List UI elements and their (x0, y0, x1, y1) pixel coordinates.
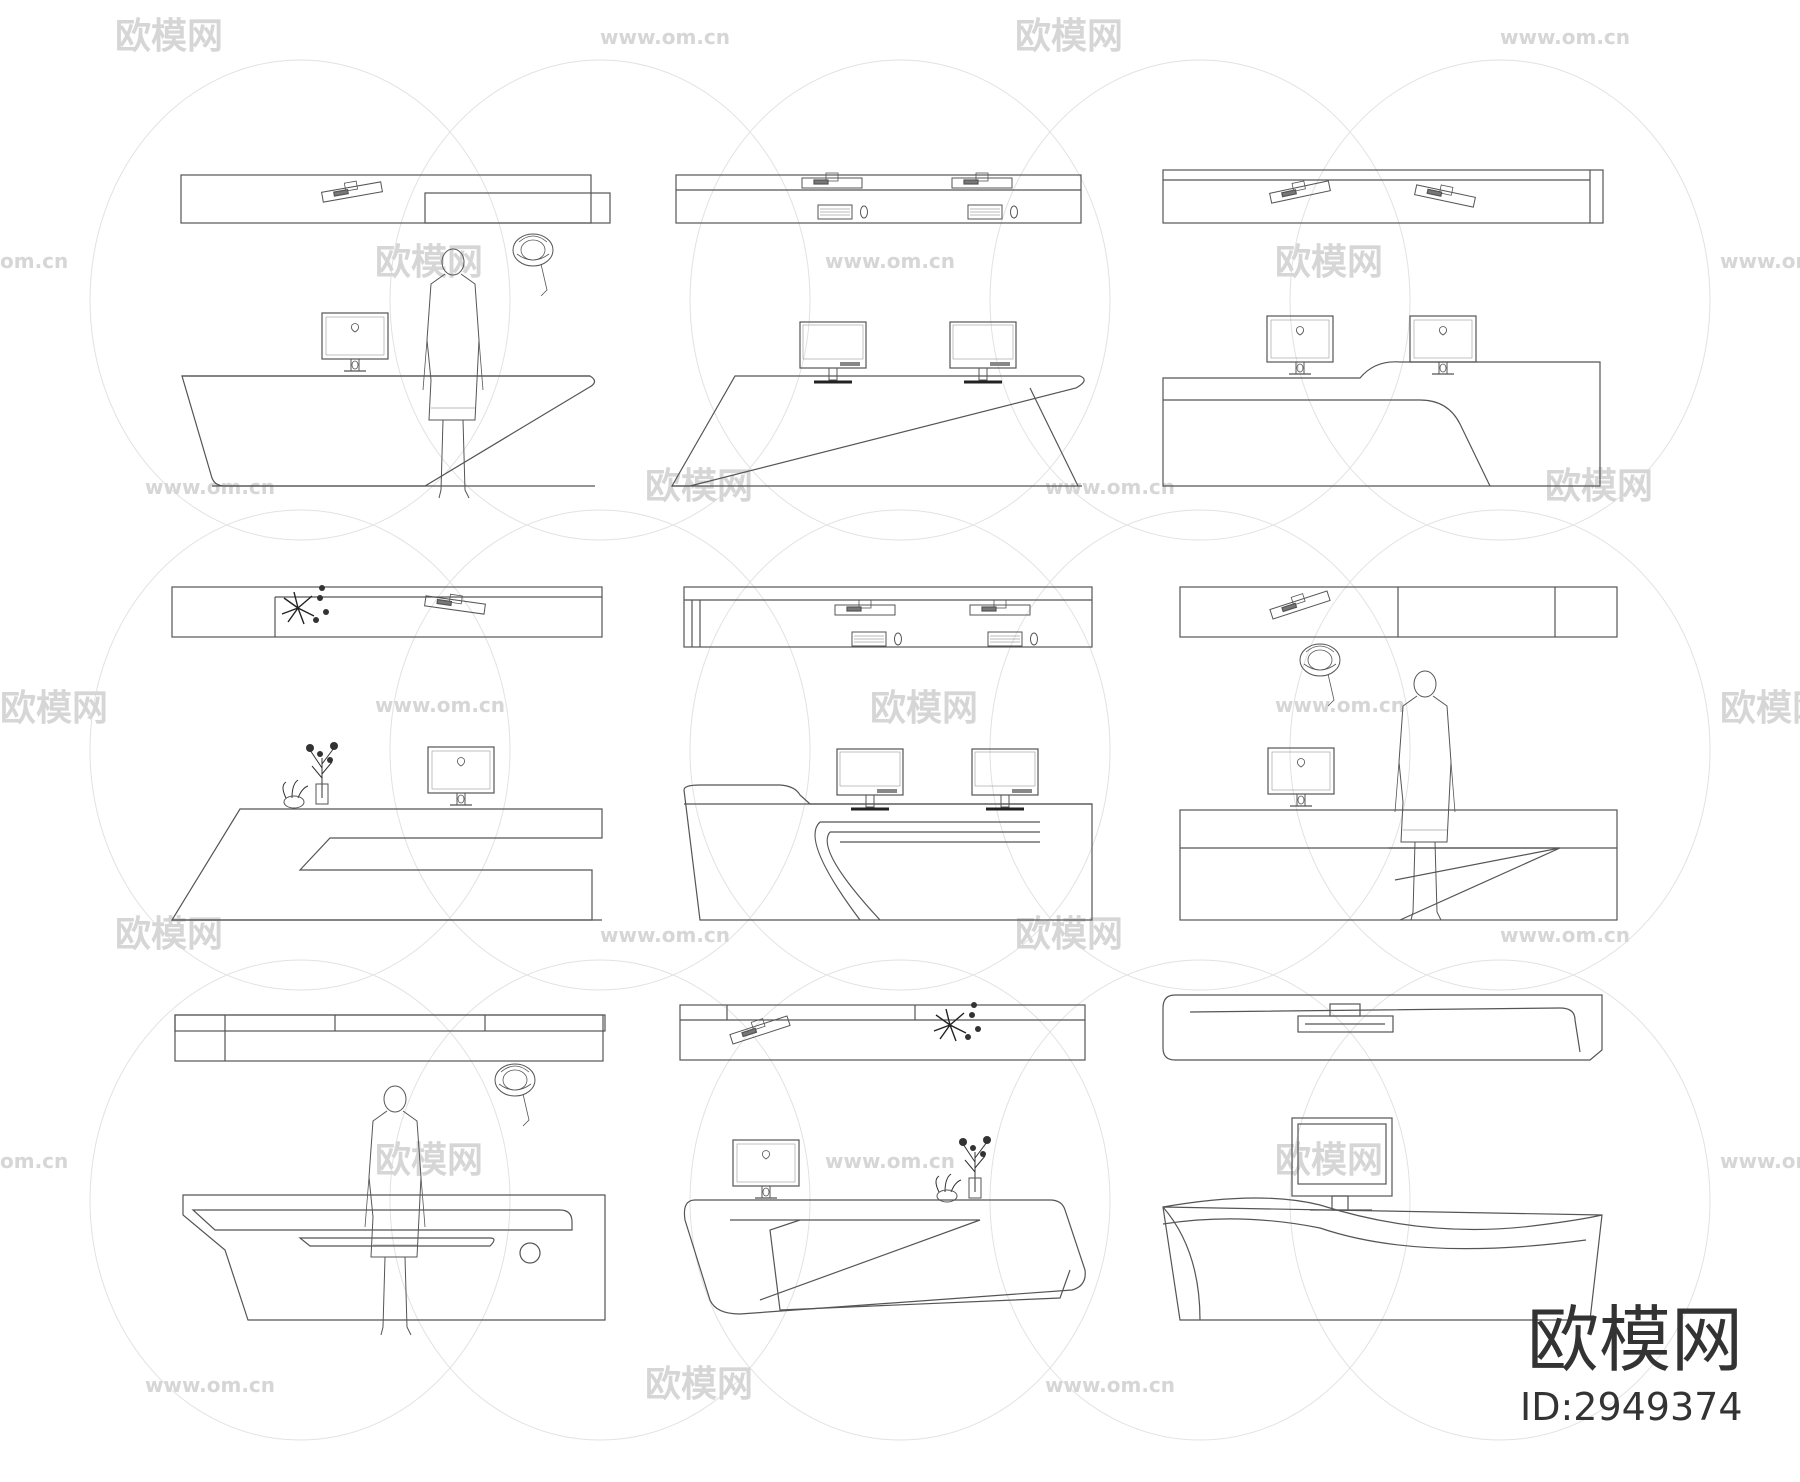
desk-7-plan (174, 1014, 606, 1062)
plant-icon (282, 741, 339, 809)
watermark-brand: 欧模网 (645, 1364, 753, 1405)
desk-1-plan (180, 174, 611, 224)
brand-id: ID:2949374 (1520, 1385, 1743, 1429)
watermark-brand: 欧模网 (0, 688, 108, 729)
watermark-brand: 欧模网 (1720, 688, 1800, 729)
watermark-brand: 欧模网 (1015, 16, 1123, 57)
desk-5-plan (683, 586, 1093, 648)
watermark-text-layer: 欧模网 www.om.cn 欧模网 www.om.cn om.cn 欧模网 ww… (0, 16, 1800, 1405)
watermark-brand: 欧模网 (115, 16, 223, 57)
monitor-icon (732, 1139, 800, 1199)
desk-3-elevation (1162, 361, 1601, 487)
desk-6-plan (1179, 585, 1618, 638)
person-plan-icon (512, 233, 554, 297)
monitor-icon (835, 747, 905, 811)
watermark-site: www.om.cn (1500, 923, 1630, 947)
watermark-brand: 欧模网 (1275, 1140, 1383, 1181)
plant-plan-icon (281, 584, 330, 625)
desk-2-elevation (670, 375, 1085, 487)
desk-3-plan (1162, 169, 1604, 224)
desk-7-elevation (182, 1194, 606, 1321)
desk-6-elevation (1179, 809, 1618, 921)
watermark-brand: 欧模网 (870, 688, 978, 729)
watermark-site: om.cn (0, 249, 68, 273)
person-icon (422, 248, 484, 499)
watermark-site: www.om.cn (1500, 25, 1630, 49)
monitor-icon (1291, 1117, 1393, 1211)
watermark-brand: 欧模网 (1015, 914, 1123, 955)
monitor-icon (948, 320, 1018, 384)
watermark-site: www.om.cn (1720, 249, 1800, 273)
monitor-icon (321, 312, 389, 372)
watermark-brand: 欧模网 (1275, 242, 1383, 283)
monitor-icon (798, 320, 868, 384)
watermark-brand: 欧模网 (115, 914, 223, 955)
desk-4-plan (171, 586, 603, 638)
monitor-icon (1409, 315, 1477, 375)
desk-9-plan (1162, 994, 1603, 1061)
brand-name: 欧模网 (1527, 1298, 1743, 1382)
watermark-site: www.om.cn (1720, 1149, 1800, 1173)
watermark-brand: 欧模网 (375, 242, 483, 283)
person-plan-icon (494, 1063, 536, 1127)
desk-8-plan (679, 1004, 1086, 1061)
watermark-site: www.om.cn (1275, 693, 1405, 717)
desk-9-elevation (1162, 1197, 1603, 1321)
watermark-site: www.om.cn (825, 249, 955, 273)
watermark-site: www.om.cn (375, 693, 505, 717)
monitor-icon (1267, 747, 1335, 807)
watermark-site: www.om.cn (1045, 1373, 1175, 1397)
desk-2-plan (675, 172, 1082, 224)
desk-4-elevation (170, 808, 603, 921)
watermark-site: www.om.cn (145, 475, 275, 499)
watermark-site: om.cn (0, 1149, 68, 1173)
watermark-site: www.om.cn (600, 923, 730, 947)
monitor-icon (970, 747, 1040, 811)
monitor-icon (1266, 315, 1334, 375)
watermark-brand: 欧模网 (375, 1140, 483, 1181)
desk-5-elevation (683, 784, 1093, 921)
desk-1-elevation (181, 375, 596, 487)
plant-plan-icon (933, 1001, 982, 1042)
watermark-site: www.om.cn (145, 1373, 275, 1397)
watermark-site: www.om.cn (825, 1149, 955, 1173)
desk-8-elevation (683, 1199, 1086, 1315)
watermark-site: www.om.cn (1045, 475, 1175, 499)
monitor-icon (427, 746, 495, 806)
watermark-site: www.om.cn (600, 25, 730, 49)
